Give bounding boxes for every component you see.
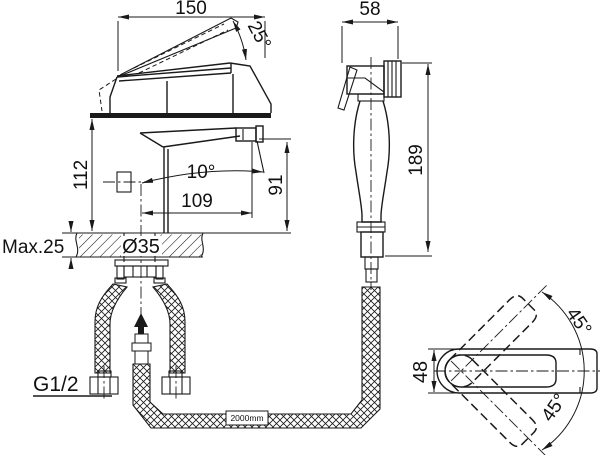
dim-10deg-text: 10° [187, 162, 216, 183]
dim-handle-length: 150 [117, 0, 266, 71]
supply-nut-left [89, 366, 119, 401]
dim-45deg-down-text: 45° [538, 390, 572, 426]
topview-phantom-up [444, 283, 549, 388]
sprayer-hose-fitting [131, 333, 152, 365]
max-thickness-text: Max.25 [2, 237, 64, 258]
dim-109-text: 109 [181, 191, 213, 212]
faucet-top-plate [90, 113, 271, 118]
outlet-direction-line [256, 140, 265, 174]
faucet-spout [139, 125, 265, 233]
sprayer-hose [132, 286, 381, 429]
dim-sprayer-height: 189 [385, 62, 432, 257]
dim-112-text: 112 [71, 160, 92, 190]
dim-outlet-height: 91 [259, 138, 291, 232]
dim-spout-reach: 109 [141, 142, 253, 218]
dim-sprayer-head-width: 58 [341, 0, 399, 63]
dim-spout-angle: 10° [141, 162, 264, 184]
dim-45deg-up-text: 45° [562, 304, 596, 340]
dim-max-thickness: Max.25 [2, 221, 77, 269]
supply-hoses [94, 283, 186, 374]
topview-phantom-down [444, 354, 549, 455]
hose-length-label: 2000mm [225, 410, 269, 426]
thread-label: G1/2 [33, 373, 112, 397]
handle-raised-phantom [119, 17, 239, 77]
hole-diameter-text: Ø35 [122, 236, 160, 258]
faucet-handle [98, 62, 272, 113]
countertop-section: Ø35 [75, 232, 291, 262]
dim-25deg-text: 25° [243, 18, 275, 53]
supply-nut-right [161, 366, 191, 401]
thread-size-text: G1/2 [33, 373, 79, 396]
dim-48-text: 48 [410, 361, 432, 383]
flow-direction-arrow-icon [134, 313, 148, 334]
dim-91-text: 91 [266, 174, 287, 195]
sprayer-head [337, 60, 402, 111]
dim-handle-angle: 25° [232, 18, 275, 61]
dim-body-height: 112 [71, 118, 95, 232]
dim-58-text: 58 [359, 0, 380, 20]
dim-150-text: 150 [175, 0, 207, 19]
sprayer-handle [353, 57, 390, 290]
mounting-hardware [114, 259, 169, 284]
side-escutcheon [103, 171, 149, 193]
dim-handle-width: 48 [410, 348, 459, 394]
hose-marking-text: 2000mm [230, 413, 263, 423]
dim-189-text: 189 [406, 144, 427, 176]
